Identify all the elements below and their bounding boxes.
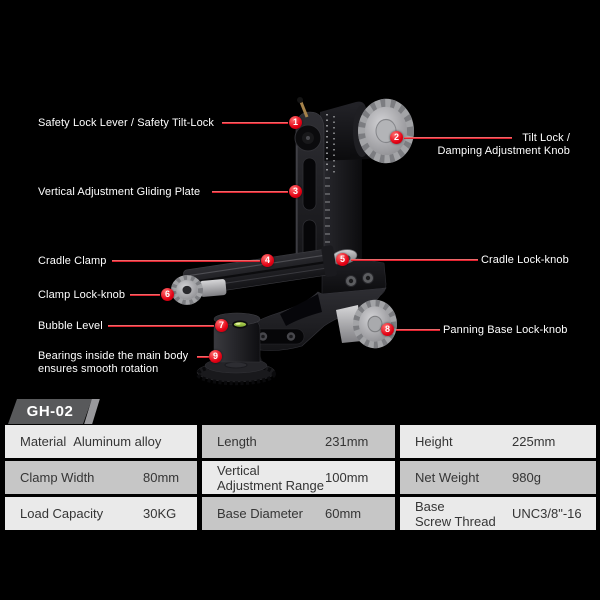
callout-line-8	[396, 329, 440, 331]
callout-label-bearings: Bearings inside the main body ensures sm…	[38, 350, 189, 375]
spec-label: Length	[217, 434, 257, 449]
spec-value: 60mm	[325, 506, 362, 521]
callout-line-3	[212, 191, 288, 193]
clamp-lock-knob	[171, 275, 203, 305]
spec-value: UNC3/8"-16	[512, 506, 582, 521]
spec-value: 980g	[512, 470, 541, 485]
callout-label-panning-base-lock-knob: Panning Base Lock-knob	[443, 324, 568, 336]
callout-line-1	[222, 122, 288, 124]
bubble-level	[232, 320, 248, 329]
spec-label: Material	[20, 434, 67, 449]
spec-value: Aluminum alloy	[73, 434, 162, 449]
spec-label: Base Screw Thread	[415, 498, 496, 529]
callout-label-clamp-lock-knob: Clamp Lock-knob	[38, 289, 126, 301]
tilt-scale	[326, 114, 335, 174]
callout-label-safety-lock-lever: Safety Lock Lever / Safety Tilt-Lock	[38, 117, 215, 129]
callout-dot-6: 6	[161, 288, 174, 301]
tilt-damping-knob	[358, 98, 414, 164]
callout-line-4	[112, 260, 260, 262]
spec-cell-material: Material Aluminum alloy	[5, 425, 197, 458]
spec-value: 100mm	[325, 470, 369, 485]
callout-dot-4: 4	[261, 254, 274, 267]
spec-cell-base-screw-thread: Base Screw Thread UNC3/8"-16	[400, 497, 596, 530]
spec-value: 225mm	[512, 434, 556, 449]
spec-label: Height	[415, 434, 453, 449]
spec-label: Clamp Width	[20, 470, 95, 485]
spec-value: 30KG	[143, 506, 177, 521]
callout-line-6	[130, 294, 160, 296]
callout-line-2	[404, 137, 512, 139]
spec-label: Base Diameter	[217, 506, 303, 521]
spec-row-3: Load Capacity 30KG Base Diameter 60mm Ba…	[5, 497, 596, 530]
callout-line-7	[108, 325, 214, 327]
callout-dot-2: 2	[390, 131, 403, 144]
spec-cell-height: Height 225mm	[400, 425, 596, 458]
spec-row-2: Clamp Width 80mm Vertical Adjustment Ran…	[5, 461, 596, 494]
spec-label: Net Weight	[415, 470, 480, 485]
model-badge-text: GH-02	[8, 399, 92, 424]
spec-cell-vertical-range: Vertical Adjustment Range 100mm	[202, 461, 395, 494]
spec-value: 231mm	[325, 434, 369, 449]
callout-label-bubble-level: Bubble Level	[38, 320, 103, 332]
spec-cell-length: Length 231mm	[202, 425, 395, 458]
callout-label-cradle-lock-knob: Cradle Lock-knob	[481, 254, 569, 266]
callout-label-cradle-clamp: Cradle Clamp	[38, 255, 107, 267]
callout-dot-7: 7	[215, 319, 228, 332]
safety-lock-lever	[297, 97, 309, 118]
callout-label-tilt-lock-knob: Tilt Lock / Damping Adjustment Knob	[437, 132, 570, 157]
callout-dot-9: 9	[209, 350, 222, 363]
callout-label-gliding-plate: Vertical Adjustment Gliding Plate	[38, 186, 201, 198]
callout-line-9	[197, 356, 209, 358]
spec-cell-clamp-width: Clamp Width 80mm	[5, 461, 197, 494]
spec-row-1: Material Aluminum alloy Length 231mm Hei…	[5, 425, 596, 458]
spec-table: Material Aluminum alloy Length 231mm Hei…	[5, 425, 596, 533]
callout-line-5	[351, 259, 478, 261]
callout-dot-8: 8	[381, 323, 394, 336]
callout-dot-1: 1	[289, 116, 302, 129]
spec-cell-load-capacity: Load Capacity 30KG	[5, 497, 197, 530]
spec-label: Load Capacity	[20, 506, 104, 521]
bearing-rods	[258, 332, 296, 341]
callout-dot-5: 5	[336, 253, 349, 266]
spec-label: Vertical Adjustment Range	[217, 462, 324, 493]
spec-cell-net-weight: Net Weight 980g	[400, 461, 596, 494]
callout-dot-3: 3	[289, 185, 302, 198]
spec-cell-base-diameter: Base Diameter 60mm	[202, 497, 395, 530]
spec-value: 80mm	[143, 470, 180, 485]
tilt-axis	[294, 124, 322, 152]
